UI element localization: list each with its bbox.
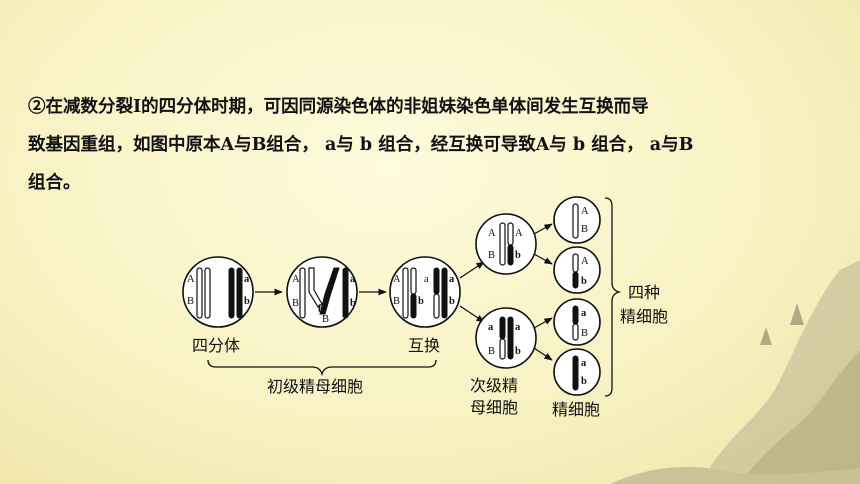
chromatid-white-2 [204, 267, 211, 319]
chromatid-black-2 [441, 267, 448, 319]
arrow-4b [533, 253, 553, 265]
allele-b: b [449, 296, 455, 307]
chromatid-black-1 [228, 267, 235, 319]
chromatid-white-1 [402, 267, 409, 319]
allele-A: A [187, 274, 195, 285]
chromatid-white-2-bottom [410, 293, 417, 319]
allele-B: B [488, 250, 495, 261]
allele-a: a [488, 322, 494, 333]
chromatid-white [499, 222, 506, 266]
chromatid-top [572, 305, 579, 325]
allele-b-crossed: b [318, 304, 324, 315]
allele-b: b [581, 276, 587, 287]
chromosome-white-pair [196, 267, 211, 319]
allele-a: a [350, 274, 356, 285]
allele-a: a [424, 274, 429, 285]
label-secondary-line2: 母细胞 [470, 398, 518, 417]
allele-b: b [515, 250, 521, 261]
text-paragraph: ②在减数分裂Ⅰ的四分体时期，可因同源染色体的非姐妹染色单体间发生互换而导 致基因… [28, 88, 828, 202]
label-secondary-line1: 次级精 [470, 376, 518, 395]
sperm-cell-4: a b [553, 348, 601, 396]
chromosome-black-pair [228, 267, 243, 319]
allele-B: B [292, 298, 299, 309]
arrow-4c [533, 317, 553, 329]
allele-B: B [187, 296, 194, 307]
cell-tetrad: A B a b [182, 256, 254, 328]
allele-a: a [581, 358, 587, 369]
chromatid-white-2-top [410, 267, 417, 295]
sperm-cell-2: A b [553, 246, 601, 294]
allele-A: A [292, 274, 300, 285]
cell-secondary-bottom-circle [475, 307, 537, 369]
cell-secondary-top: A B A b [475, 213, 537, 275]
cell-secondary-top-circle [475, 213, 537, 275]
chromatid-black-crossing [319, 267, 340, 315]
allele-A: A [393, 274, 401, 285]
chromatid-bottom [572, 271, 579, 289]
text-line-1: ②在减数分裂Ⅰ的四分体时期，可因同源染色体的非姐妹染色单体间发生互换而导 [28, 97, 649, 117]
allele-B: B [393, 296, 400, 307]
sperm-cell-3: a B [553, 298, 601, 346]
chromatid-black-2 [342, 267, 349, 319]
allele-A: A [515, 228, 523, 239]
sperm-cell-1: A B [553, 196, 601, 244]
allele-b: b [350, 298, 356, 309]
allele-a: a [515, 322, 521, 333]
brace-primary [207, 359, 437, 377]
label-four-line1: 四种 [628, 283, 660, 302]
allele-a: a [449, 274, 455, 285]
chromatid [572, 355, 579, 391]
chromatid-mixed-top [507, 222, 514, 246]
chromatid [572, 203, 579, 239]
arrow-3a [459, 261, 485, 279]
allele-a: a [244, 274, 250, 285]
chromatid-black [507, 316, 514, 360]
arrow-4a [533, 223, 553, 235]
chromatid-black-1-bottom [433, 293, 440, 319]
chromatid-white-1 [299, 267, 306, 319]
allele-A: A [581, 256, 589, 267]
chromatid-top [572, 253, 579, 273]
text-line-2: 致基因重组，如图中原本A与B组合， a与 b 组合，经互换可导致A与 b 组合，… [28, 135, 694, 155]
allele-b: b [515, 346, 521, 357]
chromatid-white-1 [196, 267, 203, 319]
cell-secondary-bottom: a B a b [475, 307, 537, 369]
allele-A: A [581, 206, 589, 217]
brace-four-sperm [604, 197, 622, 397]
chromatid-bottom [572, 323, 579, 341]
label-crossover: 互换 [408, 336, 440, 355]
text-line-3: 组合。 [28, 173, 81, 193]
allele-b: b [244, 296, 250, 307]
label-four-line2: 精细胞 [620, 307, 668, 326]
allele-b: b [418, 296, 424, 307]
allele-A: A [488, 228, 496, 239]
allele-b: b [581, 376, 587, 387]
arrow-3b [459, 305, 485, 323]
label-primary-spermatocyte: 初级精母细胞 [267, 377, 363, 396]
chromatid-mixed-top [499, 316, 506, 340]
arrow-4d [533, 347, 553, 361]
cell-crossover-circle [389, 256, 461, 328]
chromatid-mixed-bottom [499, 338, 506, 360]
chromatid-black-2 [236, 267, 243, 319]
cell-crossing: A B a b b B [286, 256, 358, 328]
cell-crossover: A B b a a b [389, 256, 461, 328]
allele-a: a [581, 308, 587, 319]
label-tetrad: 四分体 [192, 336, 240, 355]
chromatid-mixed-bottom [507, 244, 514, 266]
allele-B: B [488, 346, 495, 357]
allele-B: B [581, 328, 588, 339]
chromatid-black-1-top [433, 267, 440, 295]
allele-B-crossed: B [322, 314, 329, 325]
label-sperm-cells: 精细胞 [552, 400, 600, 419]
landscape-decoration [610, 260, 860, 484]
allele-B: B [581, 224, 588, 235]
